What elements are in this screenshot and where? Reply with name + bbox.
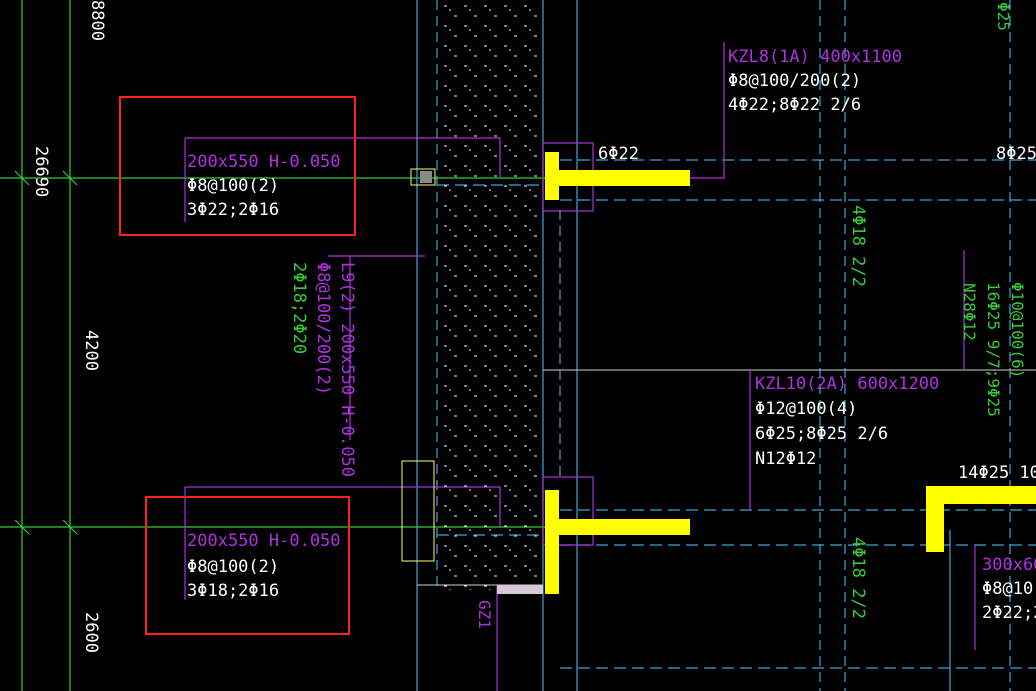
dim-upper: 26690: [31, 146, 51, 197]
beam-kzl10-bars: 6Φ25;8Φ25 2/6: [755, 424, 888, 444]
vertical-label-n28: N28Φ12: [960, 283, 979, 341]
beam-kzl10-side: N12Φ12: [755, 449, 816, 469]
dim-top: 8800: [87, 0, 107, 41]
gz1-marker: [497, 585, 543, 594]
dashed-gridlines: [416, 0, 1036, 691]
vertical-label-418-top: 4Φ18 2/2: [848, 205, 868, 287]
beam-leaders: [184, 42, 976, 691]
beam-lower-size: 200x550 H-0.050: [187, 531, 341, 551]
beam-kzl8-bars: 4Φ22;8Φ22 2/6: [728, 95, 861, 115]
label-gz1: GZ1: [475, 600, 494, 629]
partial-right-stirrup: Φ8@10: [982, 579, 1033, 599]
beam-kzl10-name: KZL10(2A) 600x1200: [755, 374, 939, 394]
rebar-label-14: 14Φ25 10/: [958, 463, 1036, 483]
wall-hatch: [437, 0, 543, 590]
vertical-label-1625: 16Φ25 9/7;9Φ25: [984, 282, 1003, 417]
partial-right-size: 300x60: [982, 555, 1036, 575]
dim-lower: 2600: [81, 612, 101, 653]
beam-upper-bars: 3Φ22;2Φ16: [187, 200, 279, 220]
small-column-marker: [420, 171, 432, 183]
beam-kzl8-stirrup: Φ8@100/200(2): [728, 71, 861, 91]
column-lower: [545, 490, 690, 594]
rebar-label-8: 8Φ25: [996, 144, 1036, 164]
beam-l9-name: L9(2) 200x550 H-0.050: [337, 262, 357, 477]
vertical-label-10100: Φ10@100(6): [1008, 282, 1027, 378]
highlight-box-lower[interactable]: [145, 496, 350, 635]
column-upper: [545, 152, 690, 200]
column-right: [926, 486, 1036, 552]
vertical-label-top-right: Φ25: [994, 2, 1013, 31]
rebar-label-6: 6Φ22: [598, 144, 639, 164]
partial-right-bars: 2Φ22;2: [982, 603, 1036, 623]
highlight-box-upper[interactable]: [119, 96, 356, 236]
beam-upper-size: 200x550 H-0.050: [187, 152, 341, 172]
beam-kzl8-name: KZL8(1A) 400x1100: [728, 47, 902, 67]
beam-l9-bars: 2Φ18;2Φ20: [289, 262, 309, 354]
beam-kzl10-stirrup: Φ12@100(4): [755, 399, 857, 419]
dim-middle: 4200: [81, 330, 101, 371]
beam-lower-stirrup: Φ8@100(2): [187, 557, 279, 577]
small-frames: [401, 168, 436, 562]
beam-lower-bars: 3Φ18;2Φ16: [187, 581, 279, 601]
beam-upper-stirrup: Φ8@100(2): [187, 176, 279, 196]
beam-l9-stirrup: Φ8@100/200(2): [313, 262, 333, 395]
vertical-label-418-bottom: 4Φ18 2/2: [848, 537, 868, 619]
